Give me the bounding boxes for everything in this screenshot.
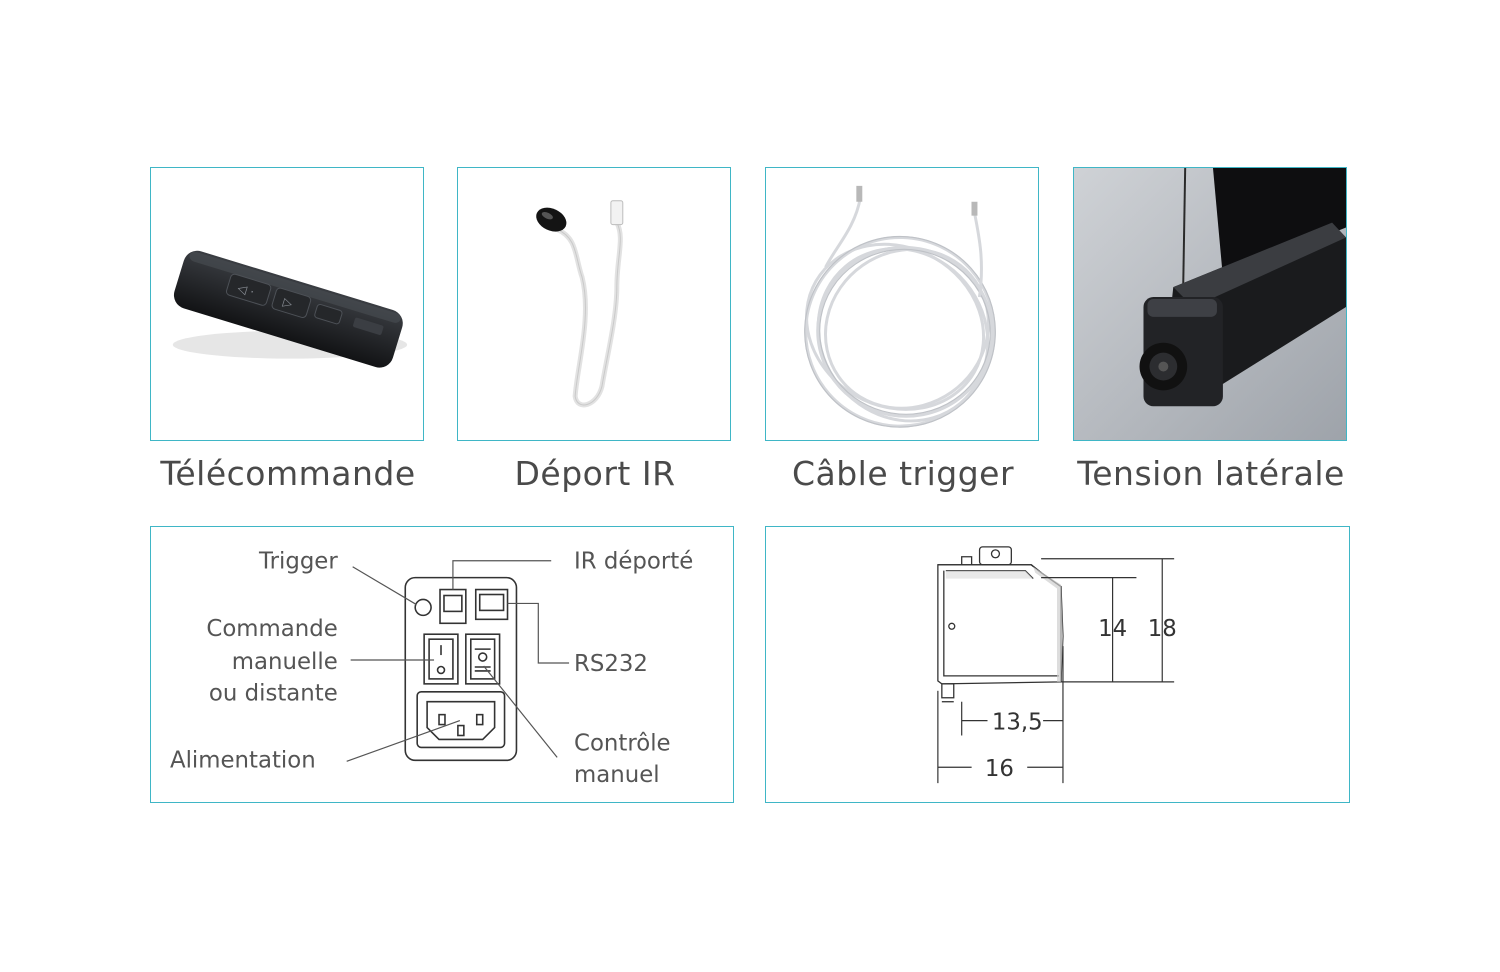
dimension-height-inner: 14 [1098,616,1127,642]
svg-text:◁ ·: ◁ · [235,280,256,299]
dimension-drawing-svg: 14 18 13,5 16 [937,546,1177,784]
ir-receiver-cable-icon [536,200,624,408]
label-power: Alimentation [170,747,316,773]
connector-panel-diagram: Trigger IR déporté Commande manuelle ou … [150,526,734,803]
label-manual-1: Contrôle [574,730,671,756]
label-ir: IR déporté [574,549,693,575]
caption-telecommande: Télécommande [160,454,416,493]
caption-deport-ir: Déport IR [514,454,676,493]
product-tile-trigger-cable [765,167,1039,441]
label-command-2: manuelle [232,649,338,675]
connector-panel-svg: Trigger IR déporté Commande manuelle ou … [170,549,693,788]
dimension-depth-outer: 16 [985,756,1014,782]
label-rs232: RS232 [574,651,648,677]
product-tile-tension [1073,167,1347,441]
label-command-1: Commande [206,616,337,642]
label-command-3: ou distante [209,681,338,707]
dimension-diagram: 14 18 13,5 16 [765,526,1350,803]
remote-control-icon: ◁ · ▷ [172,250,408,368]
product-tile-ir [457,167,731,441]
dimension-height-outer: 18 [1148,616,1177,642]
lateral-tension-icon [1074,168,1346,440]
label-trigger: Trigger [258,549,338,575]
dimension-depth-inner: 13,5 [992,710,1043,736]
trigger-cable-coil-icon [804,185,996,428]
product-tile-remote: ◁ · ▷ [150,167,424,441]
caption-cable-trigger: Câble trigger [791,454,1015,493]
caption-tension-laterale: Tension latérale [1077,454,1345,493]
label-manual-2: manuel [574,762,660,788]
